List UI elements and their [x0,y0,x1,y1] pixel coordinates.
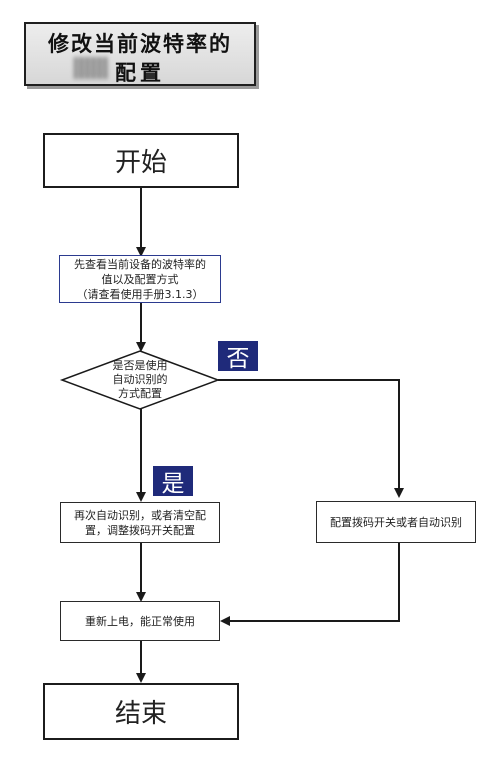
no-action-node: 配置拨码开关或者自动识别 [316,501,476,543]
decision-line-1: 是否是使用 [112,359,168,372]
check-line-1: 先查看当前设备的波特率的 [74,257,206,271]
no-action-label: 配置拨码开关或者自动识别 [330,515,462,529]
reboot-node: 重新上电，能正常使用 [60,601,220,641]
arrow-no-action-to-reboot [220,543,400,626]
arrow-decision-to-no-action [218,379,404,498]
end-label: 结束 [114,699,167,729]
decision-line-3: 方式配置 [118,387,162,400]
end-node: 结束 [43,683,239,740]
decision-line-2: 自动识别的 [112,373,168,386]
diagram-title: 修改当前波特率的 配置 [24,22,256,86]
yes-action-node: 再次自动识别，或者清空配 置，调整拨码开关配置 [60,502,220,543]
start-node: 开始 [43,133,239,188]
no-label-text: 否 [226,346,250,372]
check-line-2: 值以及配置方式 [101,272,179,286]
yes-label-text: 是 [161,471,185,497]
check-settings-node: 先查看当前设备的波特率的 值以及配置方式 （请查看使用手册3.1.3） [59,255,221,303]
title-line-1: 修改当前波特率的 [48,31,232,56]
check-line-3: （请查看使用手册3.1.3） [76,287,204,301]
yes-action-line-2: 置，调整拨码开关配置 [85,523,195,537]
decision-diamond [59,350,221,410]
yes-action-line-1: 再次自动识别，或者清空配 [74,508,206,522]
reboot-label: 重新上电，能正常使用 [85,614,195,628]
blurred-mark [74,57,108,79]
title-line-2: 配置 [115,60,165,85]
start-label: 开始 [114,148,167,178]
no-label: 否 [218,341,258,372]
yes-label: 是 [153,466,193,497]
decision-text: 是否是使用 自动识别的 方式配置 [80,359,200,401]
